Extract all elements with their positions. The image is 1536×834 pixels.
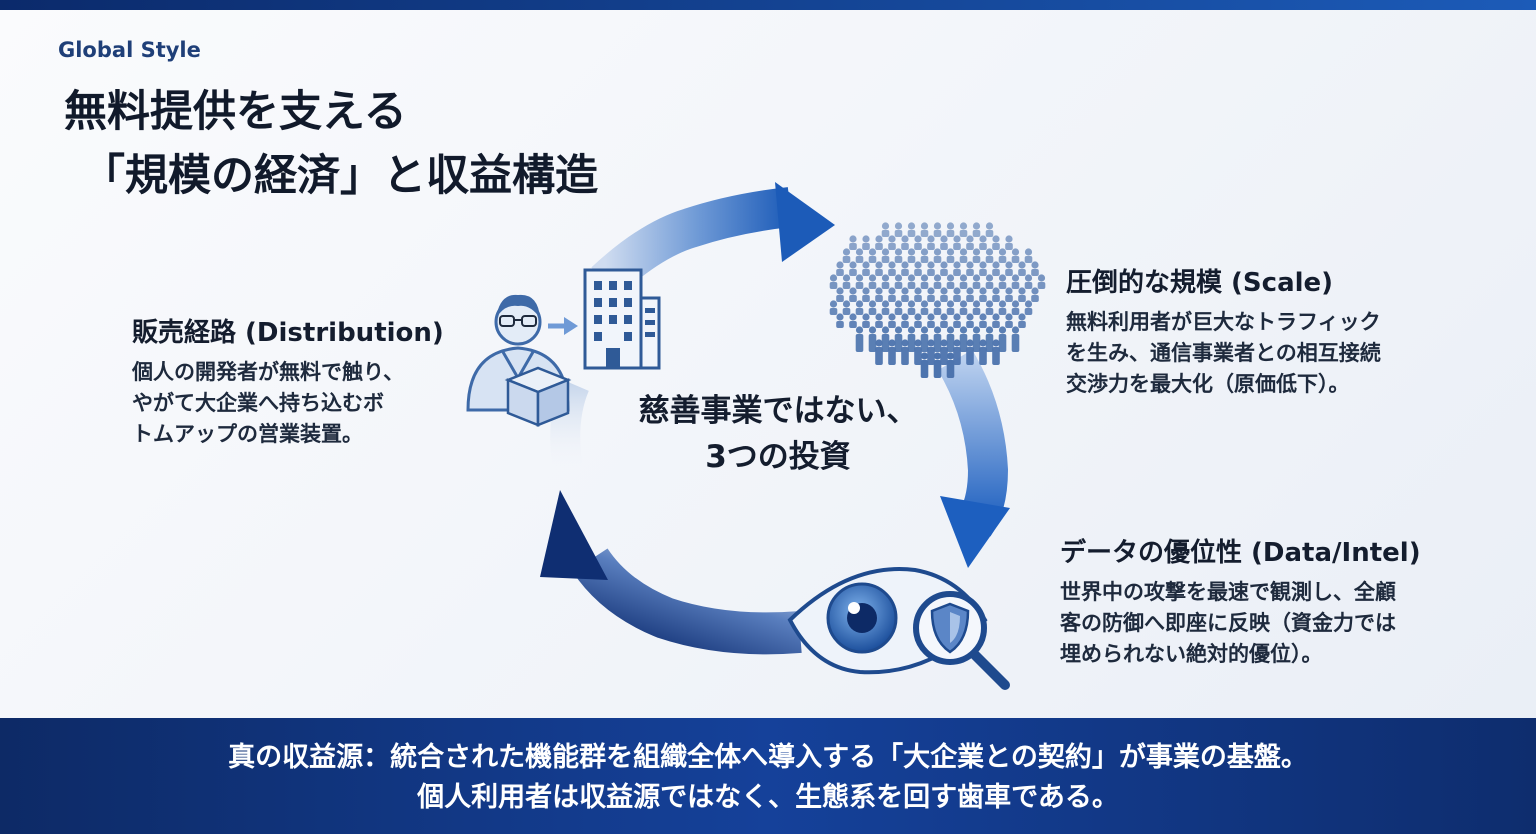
center-statement: 慈善事業ではない、 3つの投資 [598, 388, 958, 480]
scale-line: 無料利用者が巨大なトラフィック [1066, 310, 1381, 334]
center-line-2: 3つの投資 [705, 439, 851, 475]
page-title: 無料提供を支える 「規模の経済」と収益構造 [64, 80, 598, 208]
shield-magnifier-icon [913, 591, 1010, 690]
footer-line-1: 真の収益源：統合された機能群を組織全体へ導入する「大企業との契約」が事業の基盤。 [228, 742, 1308, 773]
footer-banner: 真の収益源：統合された機能群を組織全体へ導入する「大企業との契約」が事業の基盤。… [0, 718, 1536, 834]
distribution-line: やがて大企業へ持ち込むボ [132, 391, 384, 415]
data-block: データの優位性 (Data/Intel) 世界中の攻撃を最速で観測し、全顧 客の… [1060, 532, 1421, 670]
distribution-line: トムアップの営業装置。 [132, 422, 363, 446]
building-icon [583, 268, 661, 370]
center-line-1: 慈善事業ではない、 [638, 393, 918, 429]
scale-heading: 圧倒的な規模 (Scale) [1066, 268, 1334, 298]
data-text: 世界中の攻撃を最速で観測し、全顧 客の防御へ即座に反映（資金力では 埋められない… [1060, 577, 1421, 670]
scale-line: 交渉力を最大化（原価低下）。 [1066, 372, 1350, 396]
top-accent-bar [0, 0, 1536, 10]
arrow-top [591, 182, 835, 297]
distribution-line: 個人の開発者が無料で触り、 [132, 360, 405, 384]
arrow-left-tail [550, 379, 589, 473]
distribution-block: 販売経路 (Distribution) 個人の開発者が無料で触り、 やがて大企業… [132, 312, 444, 450]
scale-line: を生み、通信事業者との相互接続 [1066, 341, 1381, 365]
data-line: 客の防御へ即座に反映（資金力では [1060, 611, 1396, 635]
cycle-diagram [466, 182, 1046, 690]
scale-text: 無料利用者が巨大なトラフィック を生み、通信事業者との相互接続 交渉力を最大化（… [1066, 307, 1381, 400]
data-line: 世界中の攻撃を最速で観測し、全顧 [1060, 580, 1396, 604]
small-arrow-icon [548, 317, 578, 335]
box-icon [504, 366, 572, 427]
scale-block: 圧倒的な規模 (Scale) 無料利用者が巨大なトラフィック を生み、通信事業者… [1066, 262, 1381, 400]
distribution-heading: 販売経路 (Distribution) [132, 318, 444, 348]
title-line-2: 「規模の経済」と収益構造 [82, 151, 598, 201]
arrow-right [937, 349, 1010, 568]
title-line-1: 無料提供を支える [64, 87, 407, 137]
footer-line-2: 個人利用者は収益源ではなく、生態系を回す歯車である。 [417, 782, 1119, 813]
brand-label: Global Style [58, 38, 201, 62]
data-line: 埋められない絶対的優位）。 [1060, 642, 1323, 666]
crowd-icon [829, 222, 1046, 378]
data-heading: データの優位性 (Data/Intel) [1060, 538, 1421, 568]
distribution-text: 個人の開発者が無料で触り、 やがて大企業へ持ち込むボ トムアップの営業装置。 [132, 357, 444, 450]
arrow-left [540, 490, 802, 655]
